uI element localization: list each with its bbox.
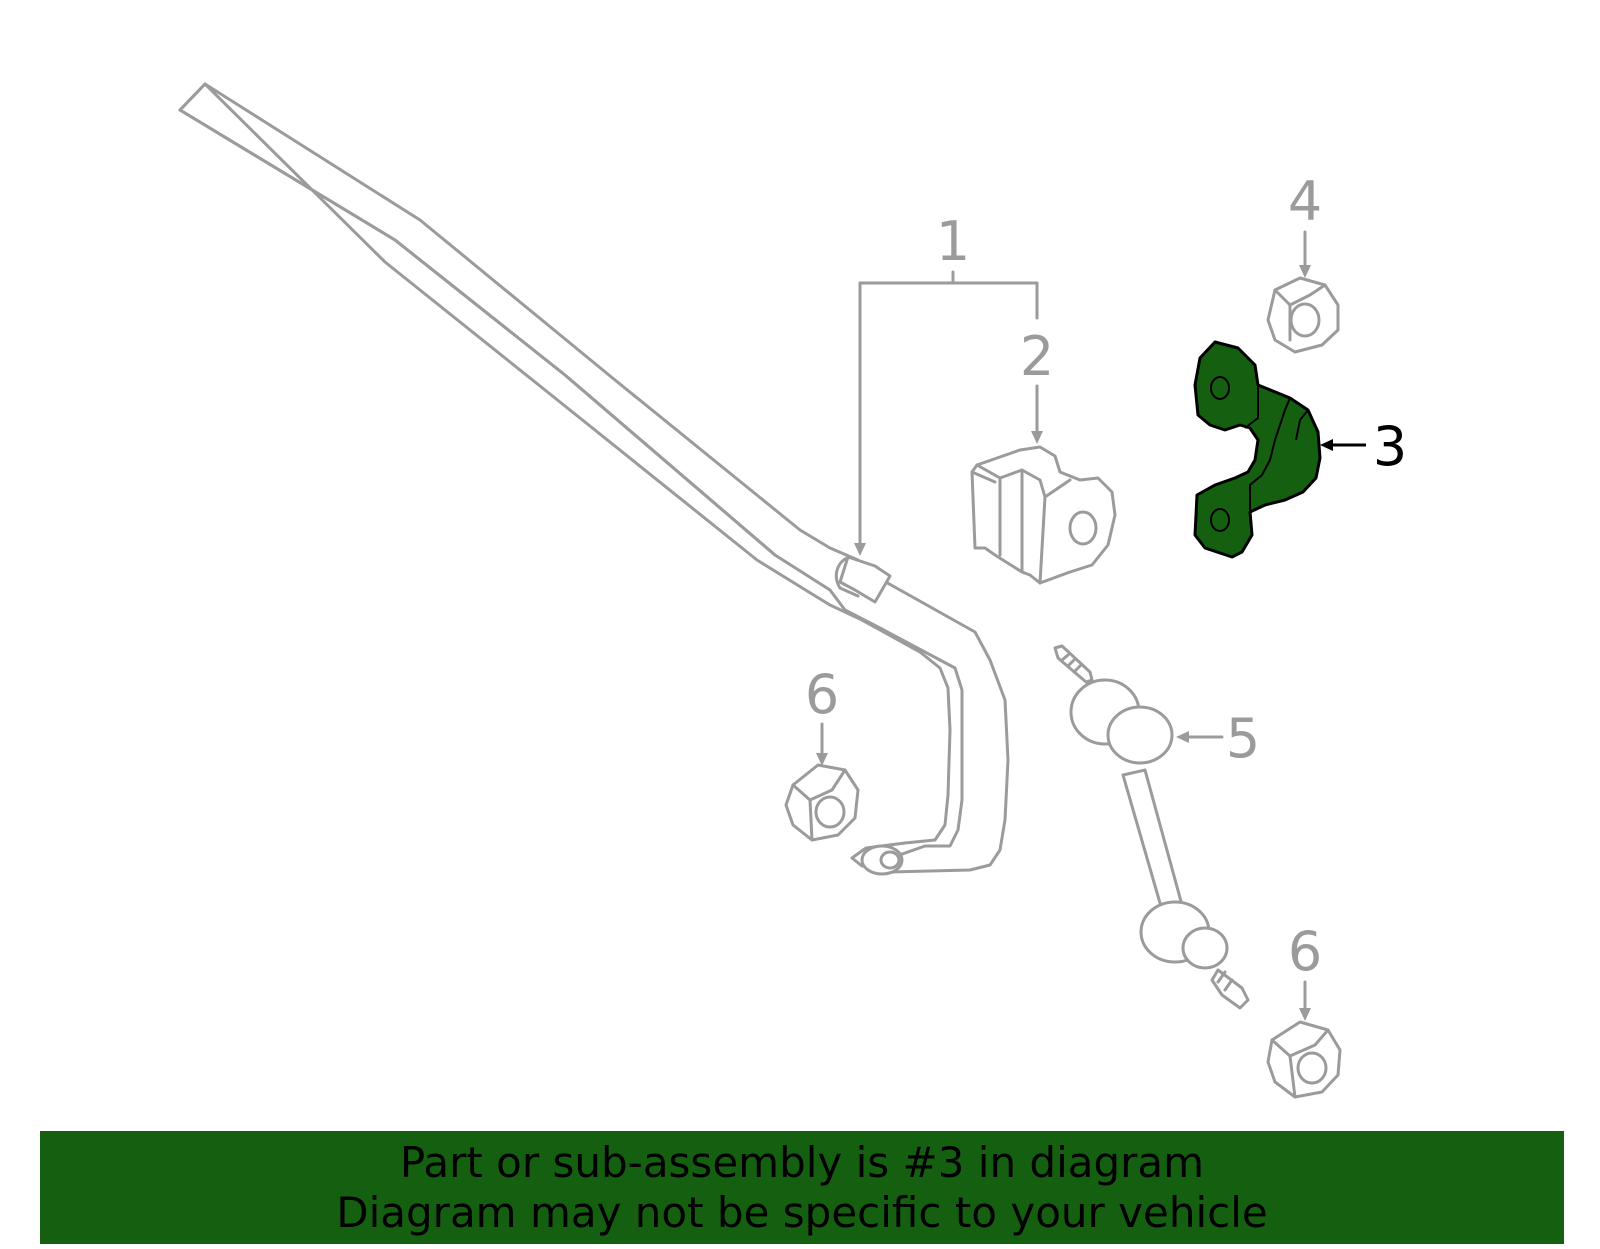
callout-5: 5	[1226, 707, 1260, 770]
bushing-part[interactable]	[970, 445, 1117, 585]
nut-part-4[interactable]	[1266, 276, 1340, 354]
bracket-part-highlighted[interactable]	[1193, 340, 1322, 559]
callout-2: 2	[1020, 325, 1054, 388]
callout-6-right-leader	[1299, 980, 1311, 1021]
callout-1-leader	[854, 270, 1039, 556]
callout-6-right: 6	[1288, 920, 1322, 983]
callout-6-left-leader	[816, 722, 828, 766]
nut-part-6-left[interactable]	[784, 763, 860, 842]
callout-4: 4	[1288, 170, 1322, 233]
stabilizer-link-part[interactable]	[1053, 644, 1250, 1010]
nut-part-6-right[interactable]	[1266, 1020, 1342, 1099]
callout-1: 1	[936, 210, 970, 273]
callout-6-left: 6	[805, 663, 839, 726]
callout-2-leader	[1031, 384, 1043, 444]
stabilizer-bar[interactable]	[178, 82, 1010, 876]
banner-line-part-info: Part or sub-assembly is #3 in diagram	[399, 1137, 1205, 1187]
callout-3: 3	[1373, 415, 1407, 478]
banner-line-disclaimer: Diagram may not be specific to your vehi…	[336, 1187, 1268, 1237]
callout-4-leader	[1299, 230, 1311, 278]
info-banner: Part or sub-assembly is #3 in diagram Di…	[40, 1131, 1564, 1244]
callout-5-leader	[1176, 731, 1224, 743]
callout-3-leader	[1320, 439, 1366, 451]
